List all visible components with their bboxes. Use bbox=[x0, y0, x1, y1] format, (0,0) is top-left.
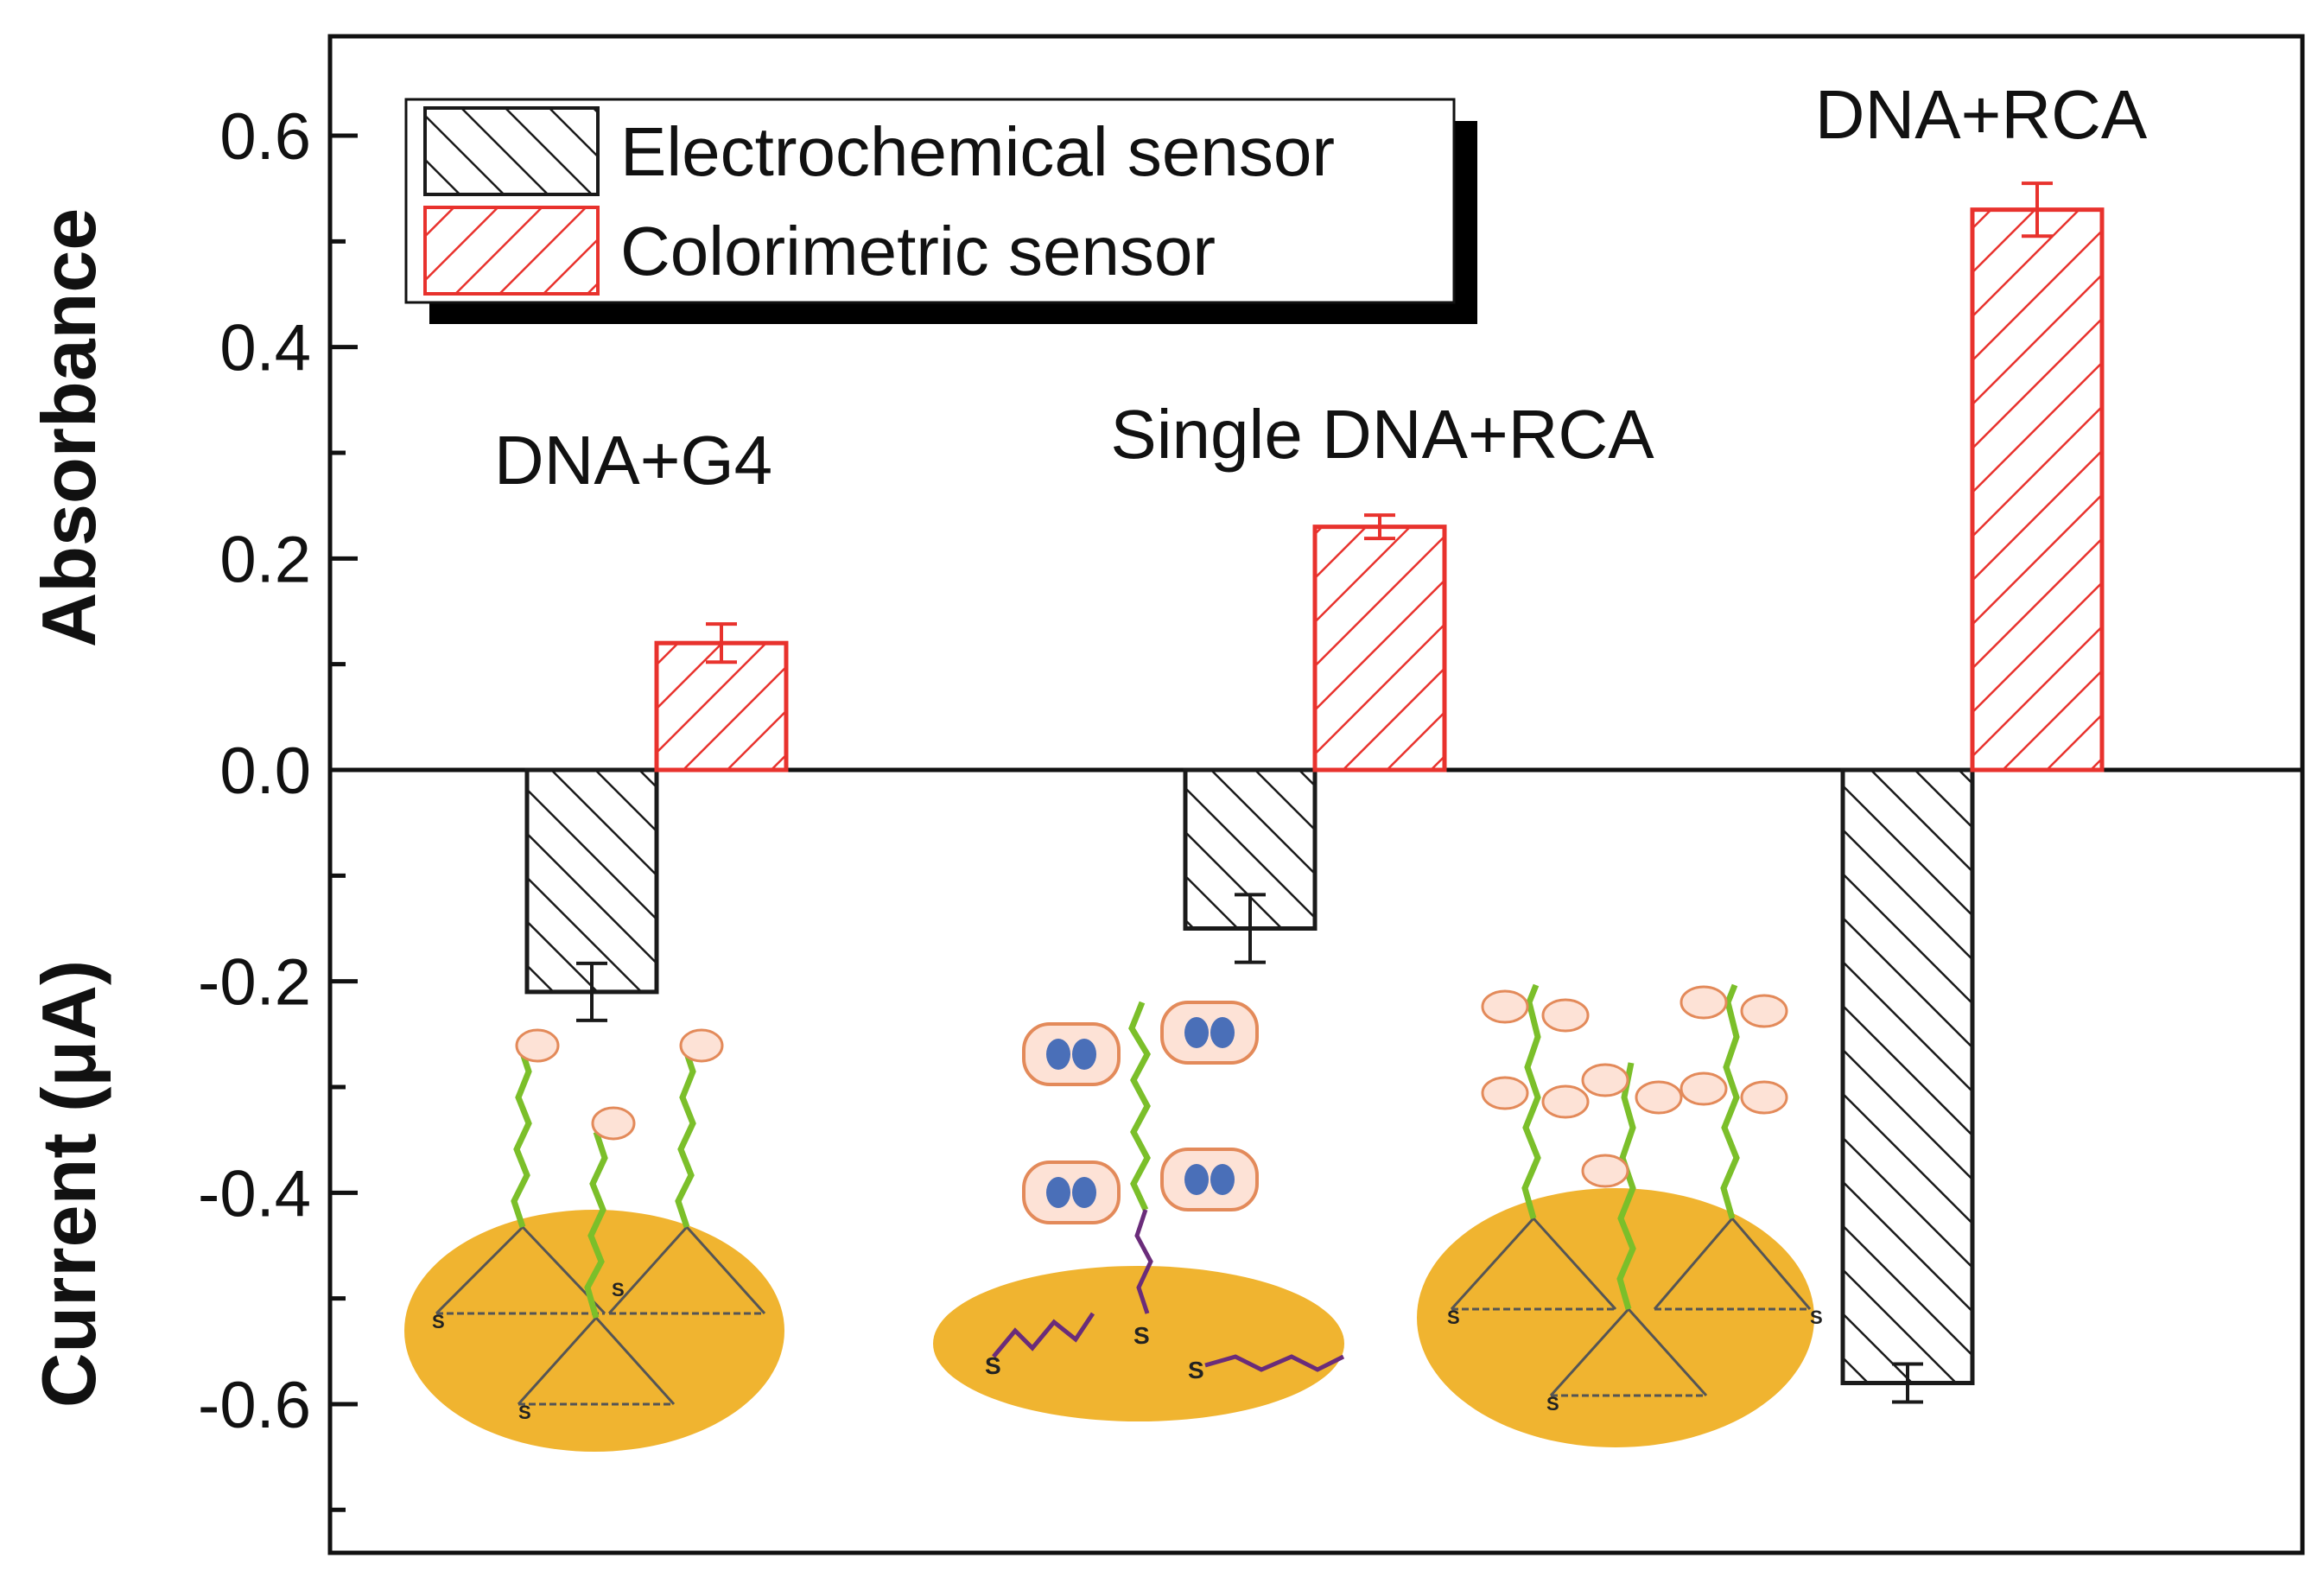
inset-2-label-1: S bbox=[985, 1352, 1001, 1379]
y-axis: 0.6 0.4 0.2 0.0 -0.2 -0.4 -0.6 bbox=[198, 100, 358, 1512]
error-bars bbox=[576, 181, 2053, 1404]
y-axis-title-absorbance: Absorbance bbox=[26, 208, 111, 648]
plot-frame bbox=[327, 34, 2305, 1555]
legend-label-electrochemical: Electrochemical sensor bbox=[620, 113, 1335, 190]
error-bar-colorimetric bbox=[2022, 181, 2053, 238]
y-tick-label: -0.4 bbox=[198, 1157, 311, 1230]
inset-2-label-3: S bbox=[1188, 1357, 1204, 1383]
legend-swatch-colorimetric bbox=[423, 206, 600, 296]
y-tick-label: -0.6 bbox=[198, 1369, 311, 1442]
legend-label-colorimetric: Colorimetric sensor bbox=[620, 213, 1216, 289]
inset-1-label-2: S bbox=[518, 1402, 531, 1423]
legend: Electrochemical sensor Colorimetric sens… bbox=[404, 98, 1477, 324]
triangle-dna-g4-surface-illustration: S S S bbox=[404, 1028, 784, 1452]
category-label: DNA+G4 bbox=[494, 422, 772, 499]
bar-colorimetric bbox=[654, 640, 789, 773]
group-labels: DNA+G4 Single DNA+RCA DNA+RCA bbox=[494, 76, 2148, 499]
y-axis-title-current: Current (μA) bbox=[26, 960, 111, 1408]
bar-electrochemical bbox=[1840, 767, 1975, 1386]
y-tick-label: 0.4 bbox=[219, 312, 311, 385]
inset-3-label-1: S bbox=[1447, 1307, 1460, 1328]
error-bar-electrochemical bbox=[576, 961, 607, 1022]
category-label: DNA+RCA bbox=[1815, 76, 2148, 153]
inset-3-label-3: S bbox=[1810, 1307, 1823, 1328]
error-bar-electrochemical bbox=[1892, 1362, 1923, 1404]
bar-colorimetric bbox=[1970, 207, 2105, 773]
inset-2-label-2: S bbox=[1133, 1322, 1150, 1349]
bar-electrochemical bbox=[524, 767, 659, 995]
error-bar-colorimetric bbox=[706, 622, 737, 665]
error-bar-colorimetric bbox=[1364, 513, 1395, 541]
bar-colorimetric bbox=[1312, 525, 1447, 773]
inset-1-label-1: S bbox=[432, 1311, 445, 1332]
bars bbox=[524, 207, 2105, 1386]
triangle-dna-rca-surface-illustration: S S S bbox=[1417, 983, 1823, 1447]
legend-swatch-electrochemical bbox=[423, 106, 600, 196]
single-dna-rca-surface-illustration: S S S bbox=[933, 1001, 1345, 1421]
y-tick-label: 0.2 bbox=[219, 523, 311, 596]
y-tick-label: 0.6 bbox=[219, 100, 311, 174]
inset-1-label-3: S bbox=[612, 1279, 625, 1300]
inset-3-label-2: S bbox=[1546, 1393, 1559, 1415]
category-label: Single DNA+RCA bbox=[1110, 396, 1654, 473]
error-bar-electrochemical bbox=[1235, 893, 1266, 964]
y-tick-label: -0.2 bbox=[198, 946, 311, 1020]
y-tick-label: 0.0 bbox=[219, 734, 311, 808]
